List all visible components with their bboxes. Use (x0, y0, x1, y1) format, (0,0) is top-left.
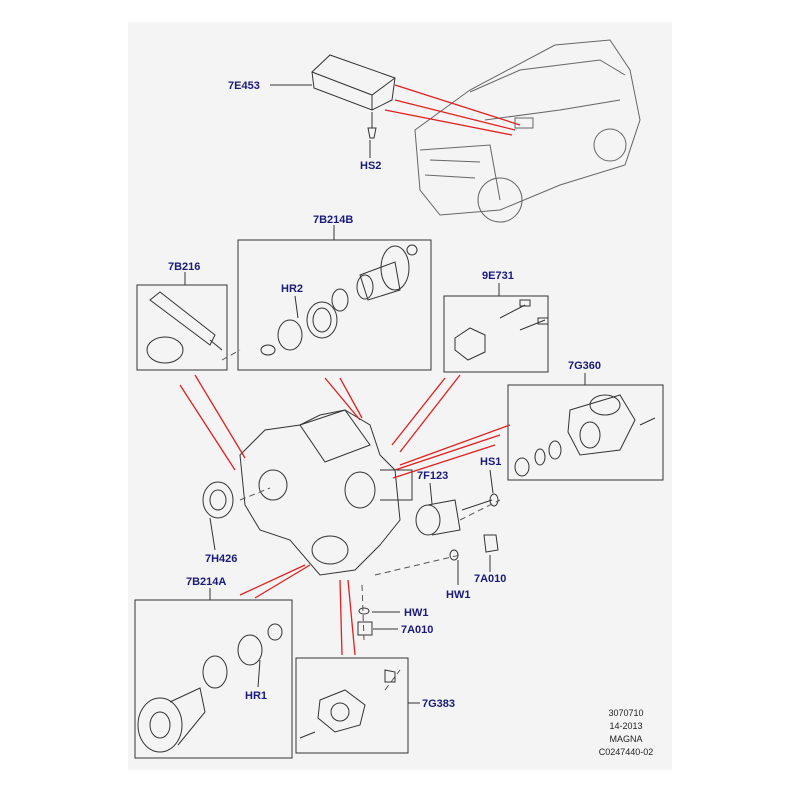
label-7G360: 7G360 (568, 360, 602, 372)
label-7B216: 7B216 (168, 261, 201, 273)
transfer-case-part (239, 409, 413, 576)
box-7B216 (136, 284, 228, 371)
label-HW1-lower: HW1 (404, 607, 429, 619)
box-9E731 (443, 295, 549, 373)
box-7G383 (295, 657, 409, 754)
label-7A010-lower: 7A010 (401, 624, 434, 636)
control-module-part (311, 54, 396, 139)
reference-supplier: MAGNA (609, 734, 643, 744)
output-flange-part (260, 244, 418, 356)
sensor-part (454, 299, 549, 361)
label-7H426: 7H426 (205, 553, 238, 565)
diagram-sheet (128, 22, 672, 770)
box-7B214B (237, 239, 432, 371)
solenoid-part (415, 493, 499, 536)
label-HR2: HR2 (281, 283, 304, 295)
sealant-tube-part (146, 291, 223, 364)
label-HS2: HS2 (360, 160, 382, 172)
reference-number: 3070710 (608, 708, 644, 718)
label-HS1: HS1 (480, 456, 502, 468)
valve-body-part (299, 669, 396, 739)
label-9E731: 9E731 (482, 270, 514, 282)
label-7B214B: 7B214B (313, 214, 354, 226)
label-HW1-right: HW1 (446, 589, 471, 601)
label-7G383: 7G383 (422, 698, 456, 710)
leader-lines-red (179, 84, 521, 656)
reference-date: 14-2013 (609, 721, 643, 731)
actuator-motor-part (514, 394, 656, 477)
label-HR1: HR1 (245, 690, 268, 702)
box-7B214A (134, 599, 293, 759)
label-7B214A: 7B214A (186, 576, 227, 588)
label-7F123: 7F123 (417, 470, 449, 482)
reference-code: C0247440-02 (598, 747, 654, 757)
label-7E453: 7E453 (228, 80, 260, 92)
washer-hw1-lower (358, 607, 370, 615)
label-7A010-right: 7A010 (474, 573, 507, 585)
seal-7H426 (202, 481, 234, 519)
output-shaft-part (137, 623, 283, 753)
box-7G360 (507, 384, 664, 481)
vehicle-illustration (414, 39, 641, 223)
washer-hw1-right (449, 549, 459, 561)
